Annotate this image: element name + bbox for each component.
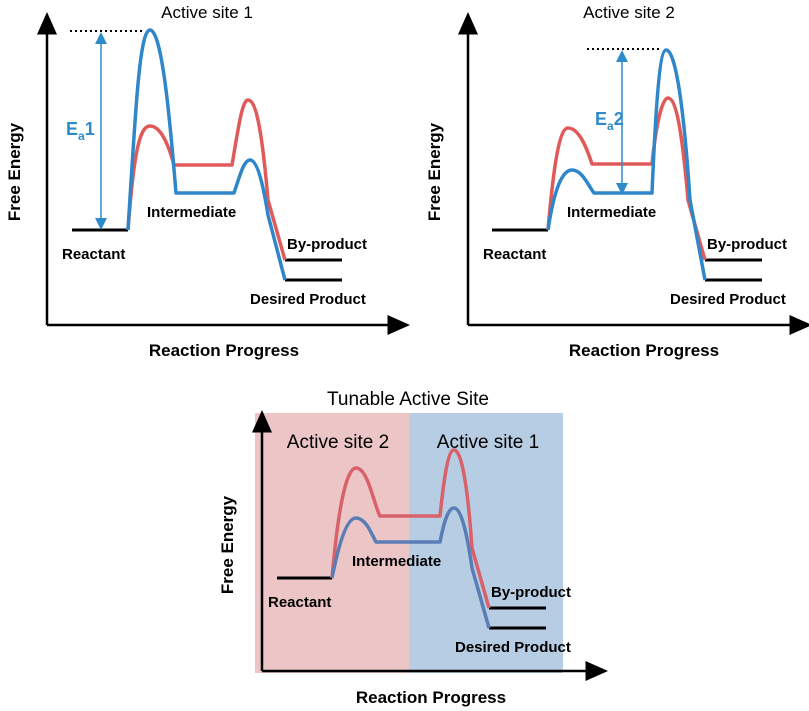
panel-active-site-1: Active site 1 Free Energy Reaction Progr… bbox=[5, 3, 410, 360]
panel3-y-axis-label: Free Energy bbox=[218, 495, 237, 594]
panel1-desired-label: Desired Product bbox=[250, 291, 366, 308]
panel2-ea-num: 2 bbox=[614, 109, 624, 129]
panel1-intermediate-label: Intermediate bbox=[147, 204, 236, 221]
panel3-site-right-label: Active site 1 bbox=[437, 432, 539, 453]
panel2-reactant-label: Reactant bbox=[483, 246, 546, 263]
panel3-x-axis-label: Reaction Progress bbox=[356, 688, 506, 707]
panel2-title: Active site 2 bbox=[583, 3, 675, 22]
panel1-blue-path bbox=[126, 28, 287, 281]
panel2-byproduct-label: By-product bbox=[707, 236, 787, 253]
panel1-red-path bbox=[126, 98, 287, 261]
panel2-ea-label: Ea2 bbox=[595, 109, 624, 133]
panel1-ea-num: 1 bbox=[85, 119, 95, 139]
panel-active-site-2: Active site 2 Free Energy Reaction Progr… bbox=[425, 3, 809, 360]
panel1-ea-main: E bbox=[66, 119, 78, 139]
panel3-title: Tunable Active Site bbox=[327, 389, 489, 410]
panel2-intermediate-label: Intermediate bbox=[567, 204, 656, 221]
panel3-lower-path bbox=[330, 506, 491, 629]
panel1-title: Active site 1 bbox=[161, 3, 253, 22]
panel2-x-axis-label: Reaction Progress bbox=[569, 341, 719, 360]
panel1-ea-label: Ea1 bbox=[66, 119, 95, 143]
panel3-upper-path bbox=[330, 448, 491, 609]
panel2-red-path bbox=[546, 96, 707, 261]
panel1-y-axis-label: Free Energy bbox=[5, 122, 24, 221]
panel3-site-left-label: Active site 2 bbox=[287, 432, 389, 453]
panel-tunable-active-site: Tunable Active Site Active site 2 Active… bbox=[218, 389, 608, 707]
panel3-desired-label: Desired Product bbox=[455, 639, 571, 656]
panel3-byproduct-label: By-product bbox=[491, 584, 571, 601]
panel2-blue-path bbox=[546, 48, 707, 281]
panel3-reactant-label: Reactant bbox=[268, 594, 331, 611]
panel2-y-axis-label: Free Energy bbox=[425, 122, 444, 221]
panel2-ea-main: E bbox=[595, 109, 607, 129]
panel1-reactant-label: Reactant bbox=[62, 246, 125, 263]
panel1-x-axis-label: Reaction Progress bbox=[149, 341, 299, 360]
panel1-byproduct-label: By-product bbox=[287, 236, 367, 253]
panel1-ea-sub: a bbox=[78, 129, 85, 143]
panel2-ea-sub: a bbox=[607, 119, 614, 133]
panel2-desired-label: Desired Product bbox=[670, 291, 786, 308]
panel3-intermediate-label: Intermediate bbox=[352, 553, 441, 570]
